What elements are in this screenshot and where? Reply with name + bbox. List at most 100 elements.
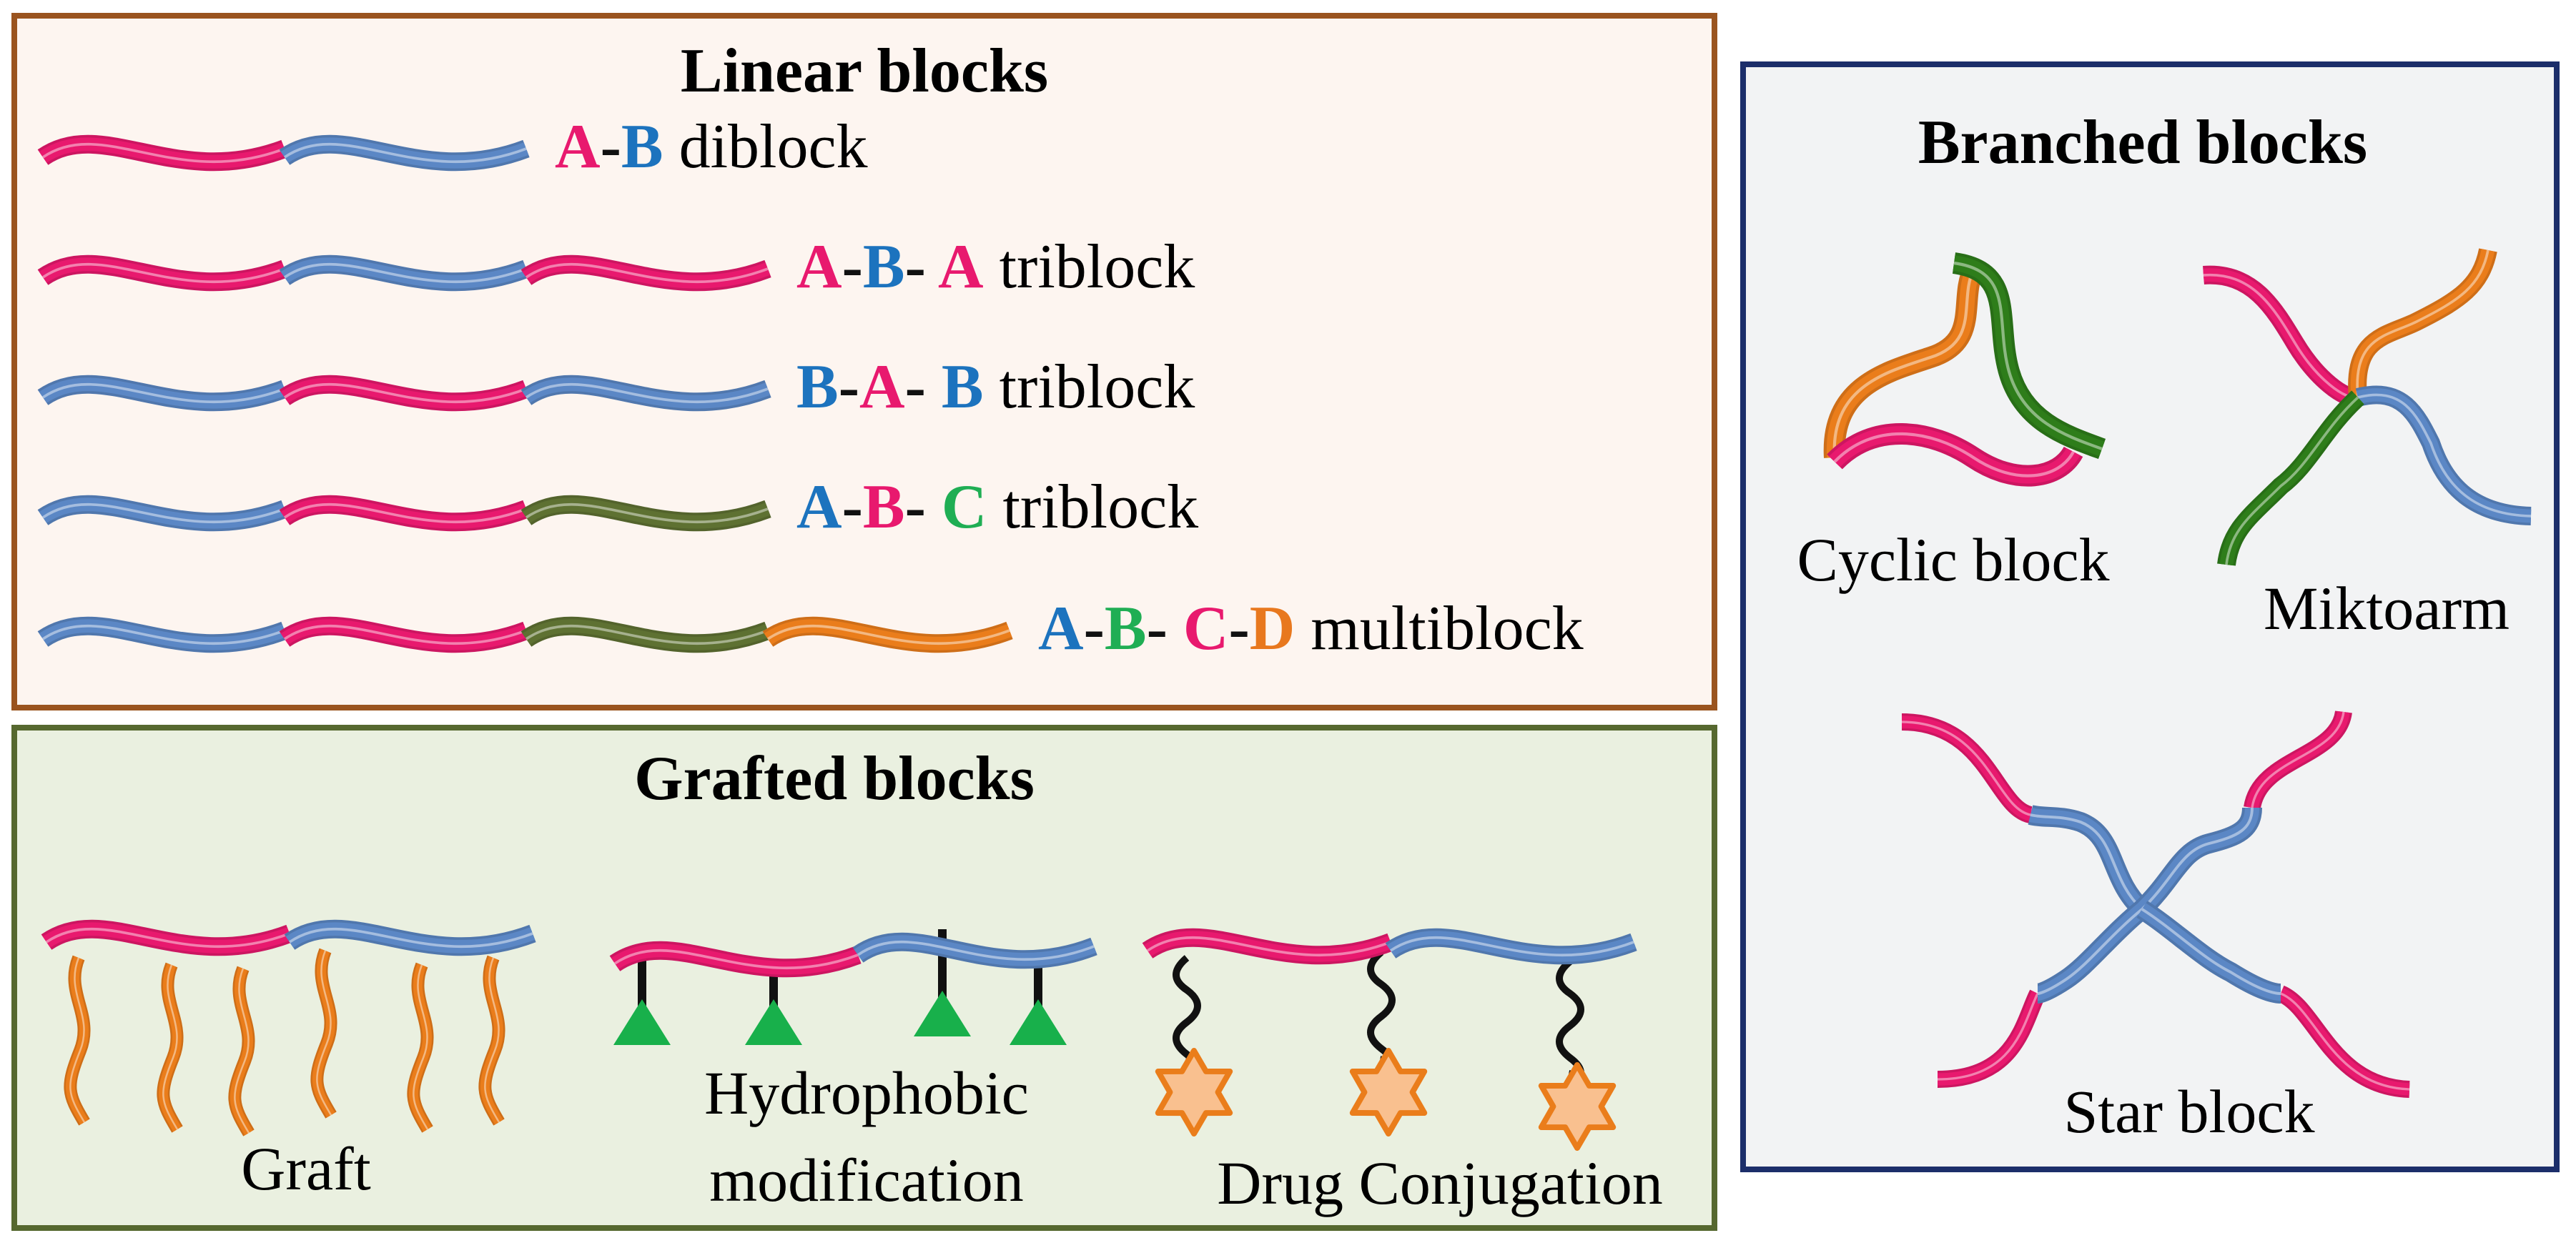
linear-row-ab-segment-1: [37, 134, 288, 172]
graft-backbone-segment-1: [41, 919, 293, 956]
grafted-blocks-panel: Grafted blocks Graft Hydrophobic modific…: [11, 725, 1717, 1231]
star-inner-arm-3: [2036, 901, 2148, 1004]
label-letter: A: [555, 112, 601, 182]
drug-backbone-segment-1: [1142, 928, 1394, 965]
linear-row-abcd-label: A-B- C-D multiblock: [1038, 594, 1584, 663]
label-letter: B: [1105, 594, 1147, 663]
graft-side-chain-3: [228, 966, 255, 1137]
linear-row-aba-segment-1: [37, 254, 288, 292]
label-letter: A: [796, 232, 842, 302]
graft-backbone-segment-2: [284, 919, 536, 956]
graft-label: Graft: [241, 1134, 371, 1203]
miktoarm-illustration: [2203, 248, 2532, 567]
linear-row-ab-label: A-B diblock: [555, 112, 868, 182]
branched-title: Branched blocks: [1918, 108, 2367, 177]
graft-illustration: [41, 919, 536, 1137]
linear-row-abcd: A-B- C-D multiblock: [37, 594, 1584, 663]
label-letter: C: [1183, 594, 1229, 663]
label-letter: -: [905, 472, 942, 542]
star-outer-arm-2: [2244, 710, 2352, 810]
graft-side-chain-2: [157, 962, 184, 1133]
hydrophobic-backbone-segment-2: [852, 932, 1097, 969]
label-suffix: triblock: [984, 232, 1195, 302]
cyclic-block-illustration: [1823, 252, 2106, 487]
linear-title: Linear blocks: [681, 36, 1048, 106]
linear-row-abcd-segment-2: [279, 616, 530, 653]
label-letter: C: [942, 472, 987, 542]
linear-row-bab-segment-2: [279, 375, 530, 412]
linear-row-ab-segment-2: [279, 134, 530, 172]
linear-row-abc-segment-2: [279, 495, 530, 532]
linear-row-aba-segment-3: [520, 254, 771, 292]
label-letter: -: [842, 472, 863, 542]
star-block-illustration: [1901, 710, 2410, 1098]
graft-side-chain-6: [478, 955, 505, 1126]
label-letter: -: [1147, 594, 1183, 663]
label-letter: B: [863, 232, 905, 302]
cyclic-pink-arm: [1827, 423, 2083, 487]
linear-row-abcd-segment-3: [520, 616, 771, 653]
label-letter: B: [942, 352, 984, 422]
drug-star-icon-3: [1538, 1062, 1617, 1151]
linear-row-ab: A-B diblock: [37, 112, 868, 182]
star-inner-arm-1: [2028, 805, 2149, 917]
label-letter: -: [842, 232, 863, 302]
hydrophobic-group-triangle-1: [613, 999, 671, 1045]
miktoarm-green-arm: [2217, 390, 2364, 567]
linear-row-bab: B-A- B triblock: [37, 352, 1195, 422]
label-suffix: diblock: [663, 112, 868, 182]
label-letter: A: [796, 472, 842, 542]
graft-side-chain-1: [64, 955, 91, 1126]
linear-row-abc-segment-1: [37, 495, 288, 532]
linear-row-bab-label: B-A- B triblock: [796, 352, 1195, 422]
drug-conjugation-label: Drug Conjugation: [1217, 1149, 1662, 1217]
linear-panel-frame: [11, 13, 1717, 710]
label-letter: -: [1228, 594, 1249, 663]
miktoarm-orange-arm: [2348, 248, 2497, 399]
label-suffix: multiblock: [1295, 594, 1583, 663]
linear-row-abcd-segment-1: [37, 616, 288, 653]
label-letter: -: [601, 112, 621, 182]
label-letter: -: [905, 352, 942, 422]
drug-star-icon-2: [1349, 1048, 1428, 1137]
miktoarm-blue-arm: [2355, 385, 2532, 525]
cyclic-block-label: Cyclic block: [1797, 525, 2109, 594]
star-outer-arm-3: [1937, 989, 2045, 1088]
label-suffix: triblock: [987, 472, 1198, 542]
graft-side-chain-4: [310, 948, 337, 1119]
cyclic-green-arm: [1952, 252, 2106, 460]
miktoarm-pink-arm: [2203, 265, 2360, 407]
linear-row-aba: A-B- A triblock: [37, 232, 1195, 302]
grafted-illustrations: [41, 919, 1637, 1151]
label-suffix: triblock: [984, 352, 1195, 422]
star-block-label: Star block: [2063, 1077, 2314, 1146]
hydrophobic-group-triangle-3: [914, 991, 971, 1036]
cyclic-orange-arm: [1823, 265, 1983, 458]
hydrophobic-label-line2: modification: [709, 1146, 1023, 1214]
label-letter: B: [621, 112, 663, 182]
star-inner-arm-2: [2135, 807, 2262, 917]
label-letter: D: [1250, 594, 1296, 663]
label-letter: B: [863, 472, 905, 542]
label-letter: -: [905, 232, 938, 302]
graft-side-chain-5: [407, 962, 434, 1133]
linear-row-abc-label: A-B- C triblock: [796, 472, 1198, 542]
label-letter: -: [839, 352, 859, 422]
star-outer-arm-1: [1901, 713, 2033, 823]
label-letter: -: [1084, 594, 1105, 663]
grafted-title: Grafted blocks: [634, 744, 1035, 813]
branched-blocks-panel: Branched blocks Cyclic block Miktoarm St…: [1740, 61, 2560, 1172]
hydrophobic-group-triangle-2: [745, 999, 802, 1045]
star-inner-arm-4: [2136, 901, 2281, 1004]
drug-backbone-segment-2: [1385, 928, 1637, 965]
hydrophobic-group-triangle-4: [1010, 999, 1067, 1045]
drug-conjugation-illustration: [1142, 928, 1637, 1151]
linear-row-aba-label: A-B- A triblock: [796, 232, 1195, 302]
linear-row-aba-segment-2: [279, 254, 530, 292]
linear-row-abc: A-B- C triblock: [37, 472, 1198, 542]
star-outer-arm-4: [2276, 985, 2410, 1098]
grafted-panel-frame: [11, 725, 1717, 1231]
